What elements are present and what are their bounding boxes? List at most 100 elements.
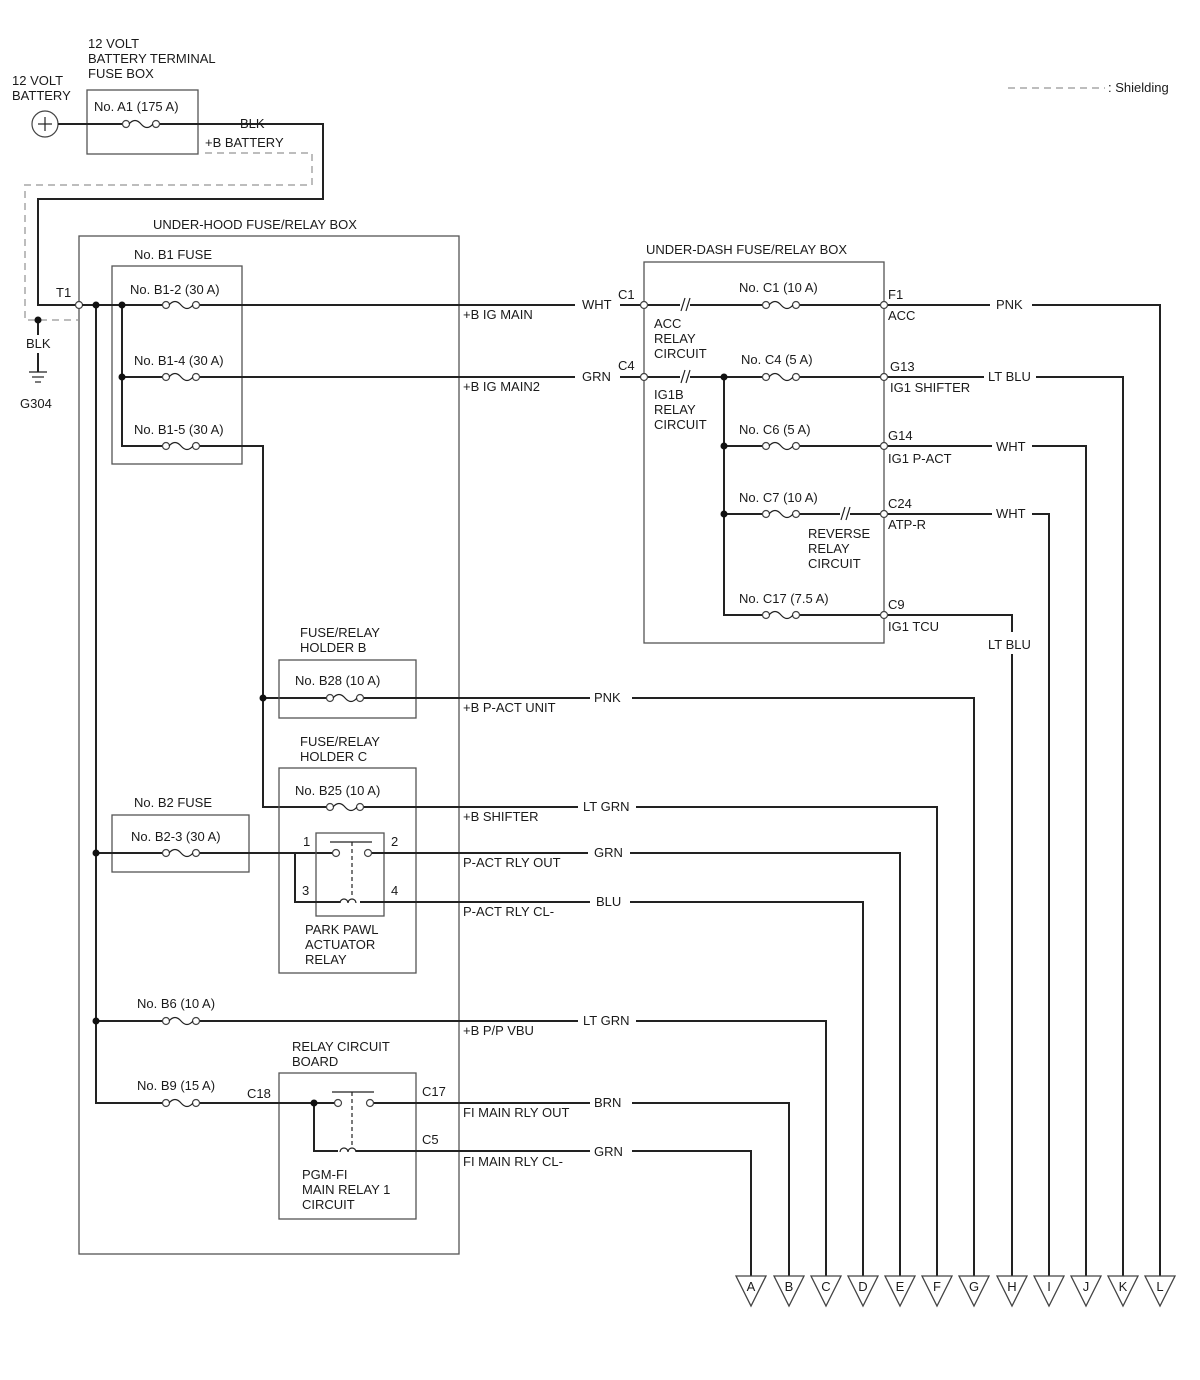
acc-relay-contact-icon	[680, 297, 686, 312]
terminal-d: D	[846, 1275, 880, 1308]
fuse-b28-icon	[325, 693, 365, 703]
pin-c24-name: ATP-R	[888, 517, 926, 532]
pin-g14	[879, 441, 889, 451]
pin-c24	[879, 509, 889, 519]
wire-color-ig-main2: GRN	[582, 369, 611, 384]
circuit-p-act-rly-out: P-ACT RLY OUT	[463, 855, 561, 870]
battery: 12 VOLT BATTERY	[12, 73, 71, 138]
terminal-f: F	[920, 1275, 954, 1308]
ig1b-relay-contact-icon	[680, 369, 686, 384]
fuse-a1-label: No. A1 (175 A)	[94, 99, 179, 114]
reverse-relay-contact-icon	[840, 506, 846, 521]
terminal-label: I	[1047, 1279, 1051, 1294]
underdash-bus-vertical	[723, 377, 762, 616]
p-act-rly-cl-wire	[360, 901, 864, 1280]
connector-c1-pin	[639, 300, 649, 310]
fuse-b1-2-label: No. B1-2 (30 A)	[130, 282, 220, 297]
ig1-shifter-wire	[800, 376, 1124, 1280]
circuit-p-act-unit: +B P-ACT UNIT	[463, 700, 556, 715]
battery-label-2: BATTERY	[12, 88, 71, 103]
terminal-arrow-icon	[883, 1275, 917, 1308]
fuse-a1-icon	[121, 119, 161, 129]
fuse-b25-icon	[325, 802, 365, 812]
fuse-c6-icon	[761, 441, 801, 451]
battery-label-1: 12 VOLT	[12, 73, 63, 88]
holder-b-title-1: FUSE/RELAY	[300, 625, 380, 640]
fi-main-rly-cl-wire	[356, 1150, 752, 1280]
acc-relay-title-1: ACC	[654, 316, 681, 331]
relay-coil-icon	[339, 898, 357, 904]
battery-terminal-fuse-box	[86, 89, 199, 155]
terminal-a: A	[734, 1275, 768, 1308]
holder-b-title-2: HOLDER B	[300, 640, 366, 655]
p-act-rly-out-wire	[372, 852, 901, 1280]
fuse-c17-label: No. C17 (7.5 A)	[739, 591, 829, 606]
holder-c-title-2: HOLDER C	[300, 749, 367, 764]
fuse-c1-label: No. C1 (10 A)	[739, 280, 818, 295]
terminal-arrow-icon	[809, 1275, 843, 1308]
terminal-arrow-icon	[734, 1275, 768, 1308]
relay-board-title-2: BOARD	[292, 1054, 338, 1069]
acc-relay-title-3: CIRCUIT	[654, 346, 707, 361]
pin-f1	[879, 300, 889, 310]
wire-color-ig-main: WHT	[582, 297, 612, 312]
fuse-c4-icon	[761, 372, 801, 382]
battery-wire-color: BLK	[240, 116, 265, 131]
connector-c9: C9	[888, 597, 905, 612]
terminal-label: H	[1007, 1279, 1016, 1294]
fuse-c7-label: No. C7 (10 A)	[739, 490, 818, 505]
connector-c4: C4	[618, 358, 635, 373]
terminal-arrow-icon	[772, 1275, 806, 1308]
circuit-fi-main-rly-out: FI MAIN RLY OUT	[463, 1105, 569, 1120]
connector-c24: C24	[888, 496, 912, 511]
underdash-bus-branches	[724, 445, 762, 515]
ig1b-relay-title-2: RELAY	[654, 402, 696, 417]
b1-5-wire	[200, 445, 326, 808]
terminal-arrow-icon	[1143, 1275, 1177, 1308]
ig1b-relay-title-3: CIRCUIT	[654, 417, 707, 432]
wire-color-p-act-rly-cl: BLU	[596, 894, 621, 909]
wire-color-p-act-rly-out: GRN	[594, 845, 623, 860]
fuse-c7-icon	[761, 509, 801, 519]
fuse-c1-icon	[761, 300, 801, 310]
terminal-label: K	[1119, 1279, 1128, 1294]
terminal-h: H	[995, 1275, 1029, 1308]
fuse-b28-label: No. B28 (10 A)	[295, 673, 380, 688]
connector-c1: C1	[618, 287, 635, 302]
acc-wire	[800, 304, 1161, 1280]
wire-color-fi-main-rly-cl: GRN	[594, 1144, 623, 1159]
terminal-arrow-icon	[1069, 1275, 1103, 1308]
b9-wire	[200, 1102, 338, 1152]
pgm-title-1: PGM-FI	[302, 1167, 348, 1182]
pin-g13	[879, 372, 889, 382]
pin-c9	[879, 610, 889, 620]
under-dash-title: UNDER-DASH FUSE/RELAY BOX	[646, 242, 847, 257]
terminal-label: E	[896, 1279, 905, 1294]
ig1-tcu-wire	[800, 614, 1013, 1280]
pin-c9-name: IG1 TCU	[888, 619, 939, 634]
park-pawl-relay-symbol	[315, 832, 385, 917]
terminal-g: G	[957, 1275, 991, 1308]
terminal-j: J	[1069, 1275, 1103, 1308]
relay-circuit-board	[278, 1072, 417, 1220]
reverse-relay-title-2: RELAY	[808, 541, 850, 556]
fuse-b1-5-label: No. B1-5 (30 A)	[134, 422, 224, 437]
shielding-paths	[24, 87, 1105, 321]
pin-g13-name: IG1 SHIFTER	[890, 380, 970, 395]
connector-g13: G13	[890, 359, 915, 374]
under-dash-fuse-relay-box	[643, 261, 885, 644]
wire-color-p-act-unit: PNK	[594, 690, 621, 705]
wire-color-ig1-shifter: LT BLU	[988, 369, 1031, 384]
wire-color-pp-vbu: LT GRN	[583, 1013, 629, 1028]
terminal-label: D	[858, 1279, 867, 1294]
fuse-b1-4-label: No. B1-4 (30 A)	[134, 353, 224, 368]
shielding-legend-label: : Shielding	[1108, 80, 1169, 95]
b1-fuse-block	[111, 265, 243, 465]
pin-f1-name: ACC	[888, 308, 915, 323]
under-hood-title: UNDER-HOOD FUSE/RELAY BOX	[153, 217, 357, 232]
terminal-l: L	[1143, 1275, 1177, 1308]
fuse-b9-label: No. B9 (15 A)	[137, 1078, 215, 1093]
fuse-b25-label: No. B25 (10 A)	[295, 783, 380, 798]
relay-pin-4: 4	[391, 883, 398, 898]
relay-board-title-1: RELAY CIRCUIT	[292, 1039, 390, 1054]
